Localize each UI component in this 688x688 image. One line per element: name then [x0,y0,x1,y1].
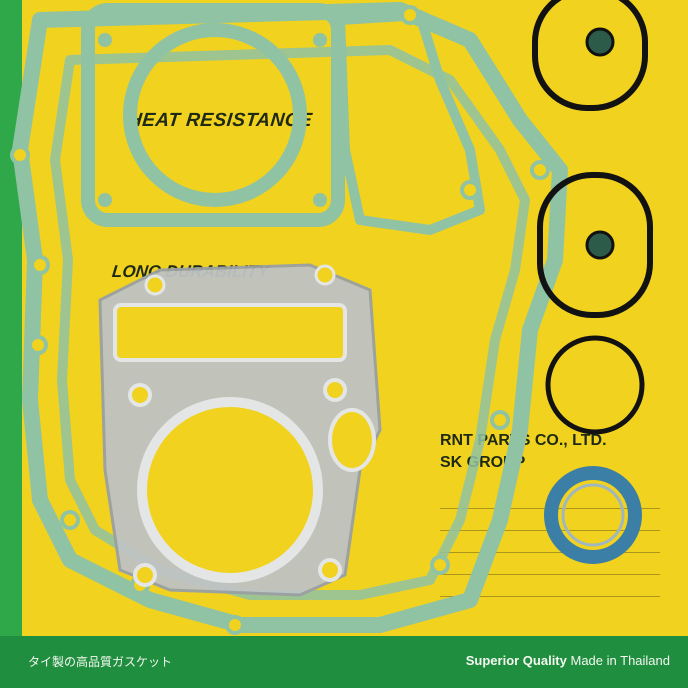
made-in-text: Made in Thailand [570,653,671,668]
side-cover-gasket [335,10,485,235]
superior-quality-text: Superior Quality [465,653,567,668]
bottom-banner [0,636,688,688]
cylinder-base-gasket [81,3,345,227]
exhaust-seal-ring [544,466,642,564]
crankcase-gasket [12,2,568,633]
valve-cover-o-ring-middle [537,172,653,318]
valve-cover-o-ring-top [532,0,648,111]
o-ring-round [545,335,645,435]
japanese-tagline: タイ製の高品質ガスケット [28,655,173,669]
english-tagline: Superior Quality Made in Thailand [466,653,670,668]
cylinder-head-gasket [98,263,382,597]
